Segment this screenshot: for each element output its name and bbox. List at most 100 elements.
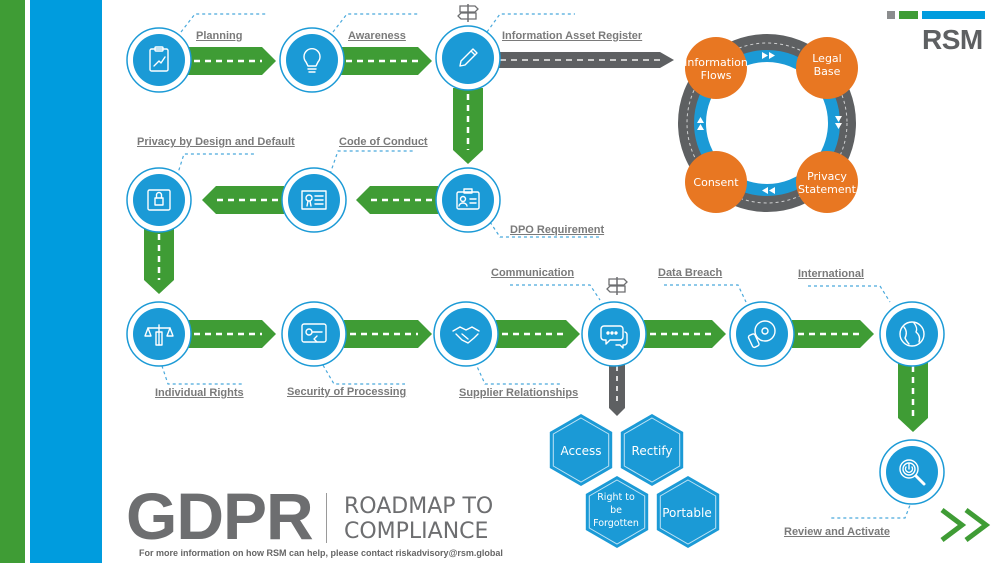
clipboard-chart-icon [149, 46, 169, 72]
logo-bar-blue [922, 11, 985, 19]
step-node-awareness[interactable] [279, 27, 345, 93]
step-circles [126, 25, 945, 505]
cycle-label-legal-base: Legal Base [792, 52, 862, 78]
subtitle-line-1: ROADMAP TO [344, 494, 494, 519]
arrow-left-icon [762, 187, 775, 194]
step-node-review-and-activate[interactable] [879, 439, 945, 505]
cycle-arrows [697, 52, 842, 194]
road-iar-to-dpo [453, 88, 483, 164]
cycle-label-line: Legal [812, 52, 842, 65]
cycle-node-privacy-statement [796, 151, 858, 213]
rights-hexagons [549, 414, 720, 548]
id-badge-icon [456, 188, 480, 210]
step-node-supplier-relationships[interactable] [433, 301, 499, 367]
hex-label-access: Access [560, 444, 602, 458]
globe-icon [899, 321, 925, 347]
step-node-planning[interactable] [126, 27, 192, 93]
hexagon-right-to-be-forgotten [585, 476, 649, 548]
road-dpo-to-code [356, 186, 438, 214]
cycle-label-line: Information [684, 56, 748, 69]
step-node-dpo-requirement[interactable] [435, 167, 501, 233]
step-label-privacy-by-design[interactable]: Privacy by Design and Default [137, 136, 295, 148]
step-label-supplier-relationships[interactable]: Supplier Relationships [459, 387, 579, 399]
step-label-code-of-conduct[interactable]: Code of Conduct [339, 136, 428, 148]
road-code-to-privacy [202, 186, 284, 214]
step-label-dpo-requirement[interactable]: DPO Requirement [510, 224, 605, 236]
pencil-icon [459, 48, 478, 67]
step-node-communication[interactable] [581, 301, 647, 367]
cycle-node-consent [685, 151, 747, 213]
step-label-awareness[interactable]: Awareness [348, 30, 406, 42]
cycle-label-privacy-statement: Privacy Statement [792, 170, 862, 196]
cycle-label-line: Flows [700, 69, 732, 82]
subtitle-line-2: COMPLIANCE [344, 519, 489, 544]
step-node-individual-rights[interactable] [126, 301, 192, 367]
lightbulb-icon [303, 48, 321, 73]
hex-label-right-to-be-forgotten: Right to be Forgotten [581, 491, 651, 530]
road-breach-to-international [792, 320, 874, 348]
cycle-label-line: Privacy [807, 170, 847, 183]
certificate-icon [301, 190, 327, 210]
cycle-node-information-flows [685, 37, 747, 99]
next-chevrons-icon[interactable] [940, 508, 992, 542]
road-supplier-to-communication [496, 320, 580, 348]
step-label-information-asset-register[interactable]: Information Asset Register [502, 30, 643, 42]
signpost-icon [457, 3, 479, 23]
step-node-privacy-by-design[interactable] [126, 167, 192, 233]
step-label-communication[interactable]: Communication [491, 267, 575, 279]
contact-info: For more information on how RSM can help… [139, 548, 503, 558]
magnifier-power-icon [899, 459, 926, 486]
step-node-code-of-conduct[interactable] [281, 167, 347, 233]
roads [144, 47, 928, 432]
road-awareness-to-iar [340, 47, 432, 75]
signpost-icon [606, 276, 628, 296]
cycle-label-information-flows: Information Flows [681, 56, 751, 82]
page-subtitle: ROADMAP TO COMPLIANCE [344, 494, 493, 544]
step-label-individual-rights[interactable]: Individual Rights [155, 387, 244, 399]
hex-label-line: be [610, 505, 622, 516]
cycle-diagram [678, 34, 858, 213]
key-screen-icon [301, 323, 327, 343]
step-label-data-breach[interactable]: Data Breach [658, 267, 723, 279]
hexagon-access [549, 414, 613, 486]
speech-bubbles-icon [600, 325, 628, 349]
step-label-security-of-processing[interactable]: Security of Processing [287, 386, 407, 398]
hex-label-rectify: Rectify [631, 444, 673, 458]
road-communication-to-rights-hexes [609, 362, 625, 416]
step-node-international[interactable] [879, 301, 945, 367]
cycle-node-legal-base [796, 37, 858, 99]
road-privacy-to-rights [144, 228, 174, 294]
step-node-data-breach[interactable] [729, 301, 795, 367]
arrow-up-icon [697, 117, 704, 130]
logo-bar-green [899, 11, 918, 19]
hexagon-portable [656, 476, 720, 548]
scales-justice-icon [144, 324, 174, 346]
cycle-label-line: Statement [798, 183, 856, 196]
road-planning-to-awareness [188, 47, 276, 75]
arrow-down-icon [835, 116, 842, 129]
left-blue-strip [30, 0, 102, 563]
leader-lines [159, 13, 913, 519]
hex-label-line: Forgotten [593, 518, 639, 529]
hex-label-line: Right to [597, 492, 635, 503]
hex-label-portable: Portable [662, 506, 712, 520]
road-international-to-review [898, 362, 928, 432]
step-node-information-asset-register[interactable] [435, 25, 501, 91]
arrow-right-icon [762, 52, 775, 59]
logo-bar-gray [887, 11, 895, 19]
usb-disc-icon [747, 320, 776, 349]
page-title: GDPR [126, 479, 314, 553]
road-communication-to-breach [644, 320, 726, 348]
handshake-icon [452, 326, 480, 344]
cycle-label-line: Base [813, 65, 841, 78]
step-label-international[interactable]: International [798, 268, 865, 280]
step-label-planning[interactable]: Planning [196, 30, 243, 42]
road-iar-to-cycle [494, 52, 674, 68]
step-label-review-and-activate[interactable]: Review and Activate [784, 526, 890, 538]
step-node-security-of-processing[interactable] [281, 301, 347, 367]
cycle-label-line: Consent [693, 176, 739, 189]
title-divider [326, 493, 327, 543]
hexagon-rectify [620, 414, 684, 486]
left-green-strip [0, 0, 25, 563]
